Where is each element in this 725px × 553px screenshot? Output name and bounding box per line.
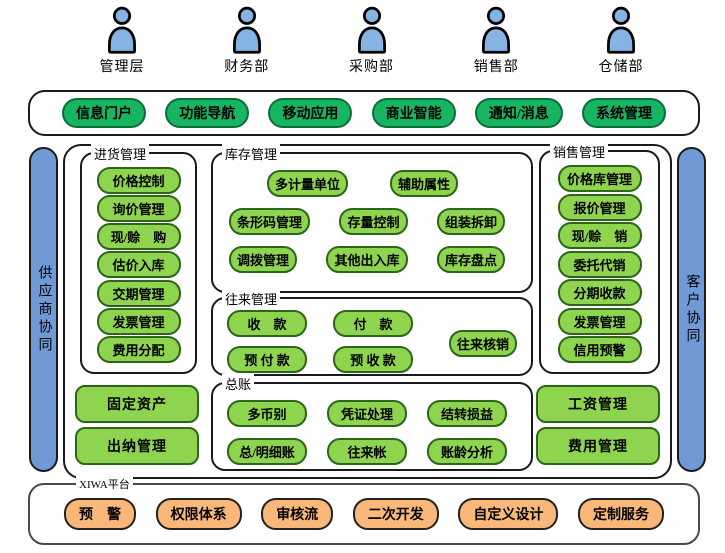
person-icon (108, 6, 136, 54)
inventory-row: 多计量单位 辅助属性 (267, 170, 531, 197)
group-sales: 销售管理 价格库管理 报价管理 现/赊 销 委托代销 分期收款 发票管理 信用预… (539, 142, 660, 374)
module-sales-invoice[interactable]: 发票管理 (557, 307, 642, 335)
module-general-detail-ledger[interactable]: 总/明细账 (227, 438, 307, 465)
group-title: 总账 (222, 374, 255, 393)
module-fixed-assets[interactable]: 固定资产 (75, 385, 199, 423)
customer-collaboration-rail: 客户协同 (677, 147, 706, 472)
ledger-row: 总/明细账 往来帐 账龄分析 (227, 438, 507, 465)
module-cashier[interactable]: 出纳管理 (75, 427, 199, 465)
module-prepayment[interactable]: 预 付 款 (227, 346, 307, 373)
platform-secondary-dev[interactable]: 二次开发 (352, 498, 439, 530)
user-role-label: 财务部 (224, 60, 270, 75)
module-cash-credit-sale[interactable]: 现/赊 销 (557, 222, 642, 249)
module-cash-credit-purchase[interactable]: 现/赊 购 (96, 223, 181, 251)
group-title: 库存管理 (222, 144, 281, 163)
group-purchase: 进货管理 价格控制 询价管理 现/赊 购 估价入库 交期管理 发票管理 费用分配 (80, 144, 197, 374)
user-role-label: 采购部 (349, 60, 394, 75)
module-price-control[interactable]: 价格控制 (96, 167, 181, 194)
sales-items: 价格库管理 报价管理 现/赊 销 委托代销 分期收款 发票管理 信用预警 (541, 152, 658, 372)
user-role-label: 销售部 (473, 60, 519, 75)
module-estimated-receipt[interactable]: 估价入库 (96, 251, 181, 279)
module-multi-currency[interactable]: 多币别 (227, 400, 307, 427)
rail-label: 供应商协同 (36, 264, 52, 355)
module-voucher[interactable]: 凭证处理 (327, 400, 407, 427)
inventory-row: 条形码管理 存量控制 组装拆卸 (229, 208, 505, 235)
module-payroll[interactable]: 工资管理 (536, 385, 660, 423)
user-role-label: 管理层 (99, 60, 145, 75)
user-role-warehouse: 仓储部 (579, 5, 663, 76)
platform-custom-service[interactable]: 定制服务 (577, 498, 664, 530)
module-transaction-writeoff[interactable]: 往来核销 (448, 330, 517, 357)
group-ledger: 总账 多币别 凭证处理 结转损益 总/明细账 往来帐 账龄分析 (211, 374, 533, 471)
person-icon (607, 6, 635, 54)
module-price-library[interactable]: 价格库管理 (557, 165, 642, 192)
rail-label: 客户协同 (684, 273, 700, 346)
module-installment[interactable]: 分期收款 (557, 279, 642, 306)
app-button-mobile[interactable]: 移动应用 (268, 98, 353, 128)
module-aux-attributes[interactable]: 辅助属性 (390, 170, 459, 197)
module-consignment[interactable]: 委托代销 (557, 250, 642, 278)
module-stocktaking[interactable]: 库存盘点 (436, 246, 505, 273)
group-ar-ap: 往来管理 收 款 付 款 预 付 款 预 收 款 往来核销 (211, 289, 533, 376)
app-button-notice[interactable]: 通知/消息 (474, 98, 563, 128)
module-delivery-management[interactable]: 交期管理 (96, 279, 181, 307)
module-receipt[interactable]: 收 款 (227, 310, 307, 337)
modules-container: 进货管理 价格控制 询价管理 现/赊 购 估价入库 交期管理 发票管理 费用分配… (63, 142, 672, 479)
module-profit-carryover[interactable]: 结转损益 (427, 400, 507, 427)
ar-ap-items: 收 款 付 款 预 付 款 预 收 款 (227, 310, 413, 373)
module-quotation[interactable]: 报价管理 (557, 193, 642, 221)
inventory-row: 调拨管理 其他出入库 库存盘点 (229, 246, 505, 273)
module-invoice-management[interactable]: 发票管理 (96, 307, 181, 335)
module-transfer[interactable]: 调拨管理 (229, 246, 298, 273)
supplier-collaboration-rail: 供应商协同 (29, 147, 58, 472)
group-inventory: 库存管理 多计量单位 辅助属性 条形码管理 存量控制 组装拆卸 调拨管理 其他出… (211, 144, 533, 293)
user-role-management: 管理层 (80, 5, 164, 76)
purchase-items: 价格控制 询价管理 现/赊 购 估价入库 交期管理 发票管理 费用分配 (82, 154, 195, 372)
module-barcode[interactable]: 条形码管理 (229, 208, 311, 235)
module-expense[interactable]: 费用管理 (536, 427, 660, 465)
module-advance-receipt[interactable]: 预 收 款 (333, 346, 413, 373)
module-payment[interactable]: 付 款 (333, 310, 413, 337)
module-current-account[interactable]: 往来帐 (327, 438, 407, 465)
group-title: 销售管理 (550, 142, 609, 161)
ledger-row: 多币别 凭证处理 结转损益 (227, 400, 507, 427)
module-aging-analysis[interactable]: 账龄分析 (427, 438, 507, 465)
platform-approval-flow[interactable]: 审核流 (261, 498, 334, 530)
user-role-sales: 销售部 (454, 5, 538, 76)
module-other-in-out[interactable]: 其他出入库 (326, 246, 408, 273)
platform-permission[interactable]: 权限体系 (155, 498, 242, 530)
platform-custom-design[interactable]: 自定义设计 (458, 498, 559, 530)
user-role-label: 仓储部 (598, 60, 644, 75)
app-button-navigation[interactable]: 功能导航 (165, 98, 250, 128)
group-title: 往来管理 (222, 289, 281, 308)
module-inquiry[interactable]: 询价管理 (96, 195, 181, 223)
person-icon (482, 6, 511, 54)
platform-alert[interactable]: 预 警 (64, 498, 136, 530)
user-role-procurement: 采购部 (330, 5, 414, 76)
platform-bar: XIWA平台 预 警 权限体系 审核流 二次开发 自定义设计 定制服务 (28, 476, 700, 545)
module-assembly[interactable]: 组装拆卸 (436, 208, 505, 235)
app-button-bi[interactable]: 商业智能 (371, 98, 456, 128)
user-role-finance: 财务部 (205, 5, 289, 76)
module-stock-control[interactable]: 存量控制 (339, 208, 408, 235)
person-icon (357, 6, 386, 54)
platform-title: XIWA平台 (76, 476, 133, 492)
user-roles-row: 管理层 财务部 采购部 销售部 (80, 5, 663, 76)
person-icon (232, 6, 261, 54)
app-button-portal[interactable]: 信息门户 (62, 98, 146, 128)
module-cost-allocation[interactable]: 费用分配 (96, 335, 181, 363)
app-button-system[interactable]: 系统管理 (581, 98, 666, 128)
module-multi-uom[interactable]: 多计量单位 (267, 170, 349, 197)
module-credit-warning[interactable]: 信用预警 (557, 336, 642, 363)
group-title: 进货管理 (91, 144, 150, 163)
application-bar: 信息门户 功能导航 移动应用 商业智能 通知/消息 系统管理 (28, 90, 700, 136)
